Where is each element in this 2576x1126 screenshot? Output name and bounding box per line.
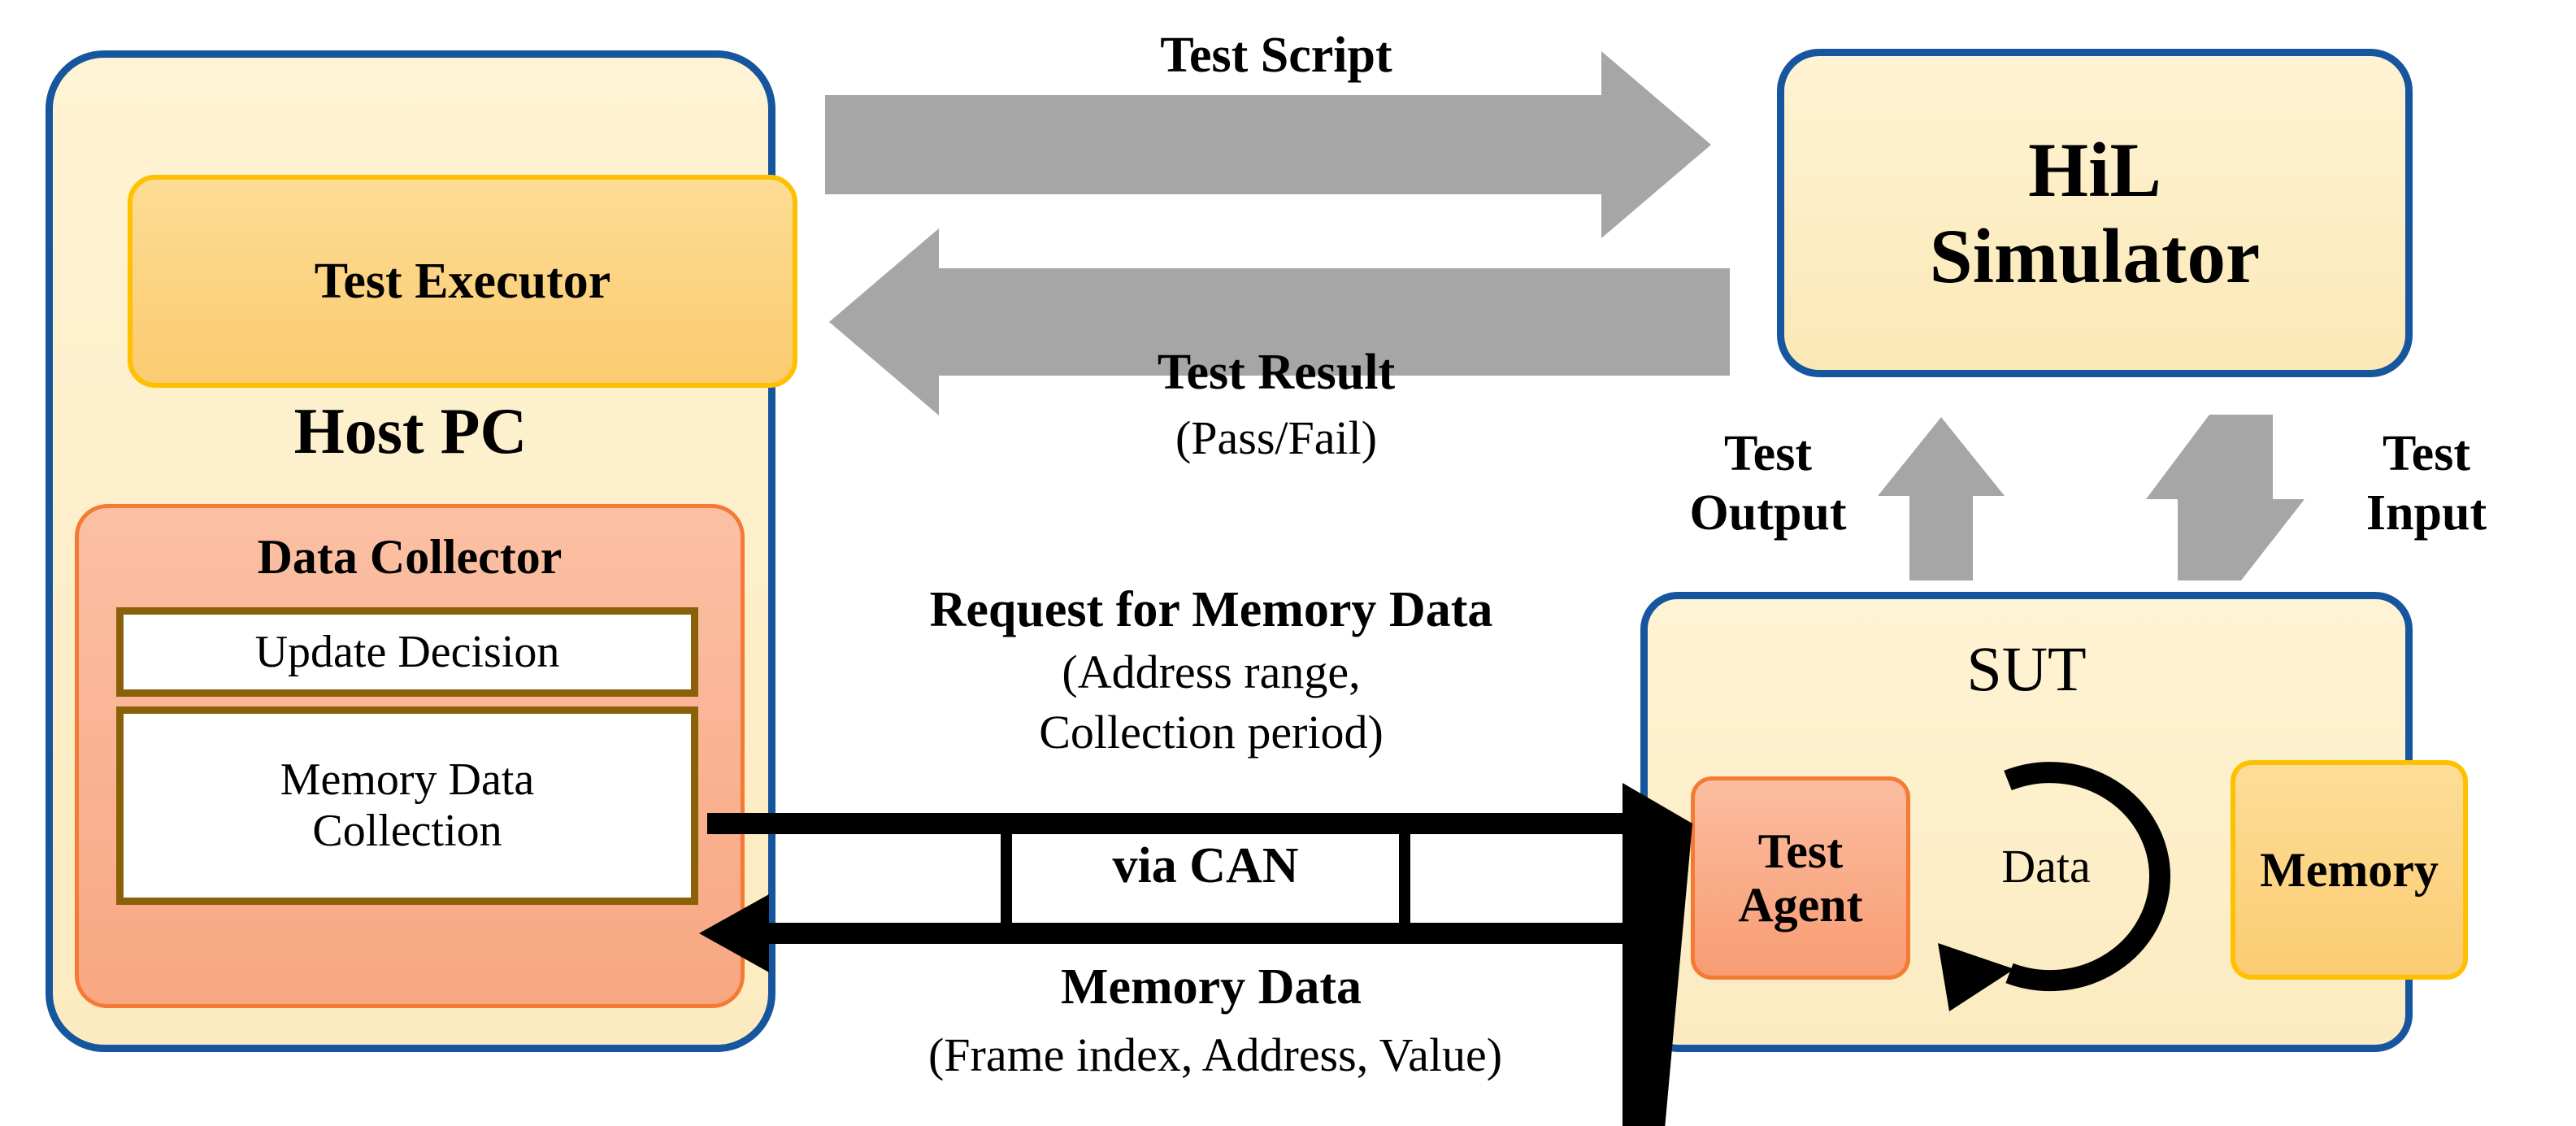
test-script-label: Test Script xyxy=(967,24,1585,88)
sut-label: SUT xyxy=(1966,633,2087,704)
hil-simulator-box: HiL Simulator xyxy=(1777,49,2413,377)
memory-data-collection-line2: Collection xyxy=(312,806,502,856)
test-output-line2: Output xyxy=(1689,485,1847,541)
data-loop-text: Data xyxy=(2001,839,2091,893)
memory-data-detail-label: (Frame index, Address, Value) xyxy=(715,1023,1715,1088)
update-decision-label: Update Decision xyxy=(254,626,560,677)
test-output-arrow-icon xyxy=(1878,417,2005,580)
update-decision-box: Update Decision xyxy=(116,607,698,697)
test-input-line1: Test xyxy=(2383,425,2470,481)
test-input-arrow-icon xyxy=(2146,415,2304,580)
request-detail-line2-text: Collection period) xyxy=(1039,705,1384,759)
test-output-label: Test Output xyxy=(1650,406,1886,561)
sut-title: SUT xyxy=(1640,624,2413,714)
request-memory-data-label: Request for Memory Data xyxy=(797,579,1626,642)
test-agent-line2: Agent xyxy=(1738,878,1863,932)
data-collector-box: Data Collector Update Decision Memory Da… xyxy=(75,504,745,1008)
test-result-label: Test Result xyxy=(967,341,1585,405)
request-detail-line1-text: (Address range, xyxy=(1062,645,1361,698)
test-input-label: Test Input xyxy=(2309,406,2544,561)
test-output-line1: Test xyxy=(1724,425,1812,481)
memory-box: Memory xyxy=(2231,760,2468,980)
hil-simulator-line2: Simulator xyxy=(1929,213,2261,299)
request-detail-line2-label: Collection period) xyxy=(797,702,1626,763)
memory-data-collection-box: Memory Data Collection xyxy=(116,706,698,905)
test-executor-label: Test Executor xyxy=(314,253,611,309)
test-result-detail-label: (Pass/Fail) xyxy=(967,406,1585,470)
via-can-text: via CAN xyxy=(1112,838,1299,894)
test-result-detail-text: (Pass/Fail) xyxy=(1175,411,1378,464)
test-agent-box: Test Agent xyxy=(1691,776,1910,980)
memory-data-collection-line1: Memory Data xyxy=(280,754,535,806)
test-executor-box: Test Executor xyxy=(128,175,797,388)
hil-simulator-line1: HiL xyxy=(2028,126,2161,213)
test-script-text: Test Script xyxy=(1160,28,1392,84)
data-collector-label: Data Collector xyxy=(257,529,563,584)
host-pc-title: Host PC xyxy=(46,379,775,485)
request-detail-line1-label: (Address range, xyxy=(797,642,1626,702)
via-can-label: via CAN xyxy=(1006,824,1405,910)
memory-data-detail-text: (Frame index, Address, Value) xyxy=(927,1028,1503,1081)
memory-data-label: Memory Data xyxy=(772,955,1650,1020)
request-memory-data-text: Request for Memory Data xyxy=(929,582,1493,638)
test-agent-line1: Test xyxy=(1757,824,1844,878)
host-pc-label: Host PC xyxy=(293,395,528,467)
data-collector-title: Data Collector xyxy=(79,520,741,594)
test-result-text: Test Result xyxy=(1157,345,1396,401)
memory-data-text: Memory Data xyxy=(1060,959,1362,1015)
memory-label: Memory xyxy=(2260,842,2439,897)
test-input-line2: Input xyxy=(2365,485,2487,541)
data-loop-label: Data xyxy=(1944,829,2148,902)
